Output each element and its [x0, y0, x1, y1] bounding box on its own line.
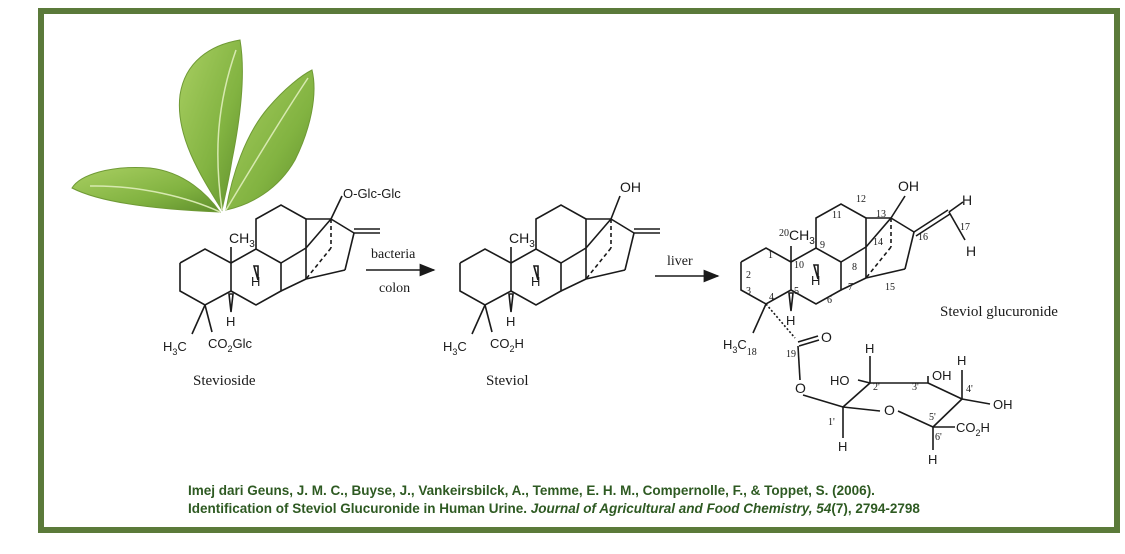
steviol-structure: [459, 195, 660, 335]
svg-text:1: 1: [768, 250, 773, 261]
glucuronide-oh-label: OH: [898, 178, 919, 194]
glucuronide-sugar-oh-3: OH: [932, 368, 952, 383]
svg-text:12: 12: [856, 194, 866, 205]
svg-text:14: 14: [873, 237, 883, 248]
citation-line-2: Identification of Steviol Glucuronide in…: [188, 501, 920, 516]
arrow1-label-top: bacteria: [371, 247, 416, 262]
svg-text:4: 4: [769, 292, 774, 303]
glucuronide-vinyl-h-top: H: [962, 192, 972, 208]
svg-text:2': 2': [873, 382, 880, 393]
glucuronide-sugar-h-5: H: [928, 452, 937, 467]
stevioside-name: Stevioside: [193, 373, 256, 389]
steviol-h3c-label: H3C: [443, 339, 467, 357]
stevioside-h-label: H: [251, 274, 260, 289]
svg-text:4': 4': [966, 384, 973, 395]
glucuronide-sugar-h-2: H: [865, 341, 874, 356]
atom-numbers: 1 2 3 4 5 6 7 8 9 10 11 12 13 14 15 16 1…: [746, 194, 973, 443]
stevioside-methyl-label: CH3: [229, 230, 255, 250]
svg-text:15: 15: [885, 282, 895, 293]
stevioside-h3c-label: H3C: [163, 339, 187, 357]
svg-text:6': 6': [935, 432, 942, 443]
steviol-oh-label: OH: [620, 179, 641, 195]
svg-text:19: 19: [786, 349, 796, 360]
svg-text:1': 1': [828, 417, 835, 428]
glucuronide-h-label: H: [811, 273, 820, 288]
arrow2-label-top: liver: [667, 254, 693, 269]
svg-text:2: 2: [746, 270, 751, 281]
svg-text:13: 13: [876, 209, 886, 220]
glucuronide-sugar-acid: CO2H: [956, 420, 990, 438]
svg-text:8: 8: [852, 262, 857, 273]
glucuronide-h3c-label: H3C18: [723, 337, 757, 358]
steviol-glucuronide-structure: [740, 195, 991, 450]
glucuronide-carbonyl-o: O: [821, 329, 832, 345]
citation: Imej dari Geuns, J. M. C., Buyse, J., Va…: [188, 482, 1088, 518]
glucuronide-h-label-2: H: [786, 313, 795, 328]
glucuronide-sugar-ho: HO: [830, 373, 850, 388]
glucuronide-methyl-label: 20CH3: [779, 227, 815, 247]
steviol-acid-label: CO2H: [490, 336, 524, 354]
glucuronide-vinyl-h-bottom: H: [966, 243, 976, 259]
svg-text:5: 5: [794, 286, 799, 297]
svg-text:7: 7: [848, 282, 853, 293]
svg-text:3: 3: [746, 286, 751, 297]
citation-line-1: Imej dari Geuns, J. M. C., Buyse, J., Va…: [188, 483, 875, 498]
arrow1-label-bottom: colon: [379, 281, 410, 296]
svg-text:3': 3': [912, 382, 919, 393]
steviol-name: Steviol: [486, 373, 529, 389]
stevioside-h-label-2: H: [226, 314, 235, 329]
svg-text:10: 10: [794, 260, 804, 271]
stevioside-structure: [179, 195, 380, 335]
svg-text:6: 6: [827, 295, 832, 306]
steviol-glucuronide-name: Steviol glucuronide: [940, 304, 1058, 320]
steviol-methyl-label: CH3: [509, 230, 535, 250]
svg-text:5': 5': [929, 412, 936, 423]
stevia-leaf-image: [71, 39, 315, 213]
svg-text:17: 17: [960, 222, 970, 233]
glucuronide-sugar-h-4: H: [957, 353, 966, 368]
glucuronide-sugar-h-1: H: [838, 439, 847, 454]
svg-text:11: 11: [832, 210, 842, 221]
stevioside-ester-label: CO2Glc: [208, 336, 253, 354]
stevioside-glc-label: O-Glc-Glc: [343, 186, 401, 201]
steviol-h-label-2: H: [506, 314, 515, 329]
citation-journal: Journal of Agricultural and Food Chemist…: [530, 501, 832, 516]
svg-text:9: 9: [820, 240, 825, 251]
glucuronide-sugar-oh-4: OH: [993, 397, 1013, 412]
glucuronide-ring-o: O: [884, 402, 895, 418]
svg-text:16: 16: [918, 232, 928, 243]
glucuronide-ester-o: O: [795, 380, 806, 396]
steviol-h-label: H: [531, 274, 540, 289]
